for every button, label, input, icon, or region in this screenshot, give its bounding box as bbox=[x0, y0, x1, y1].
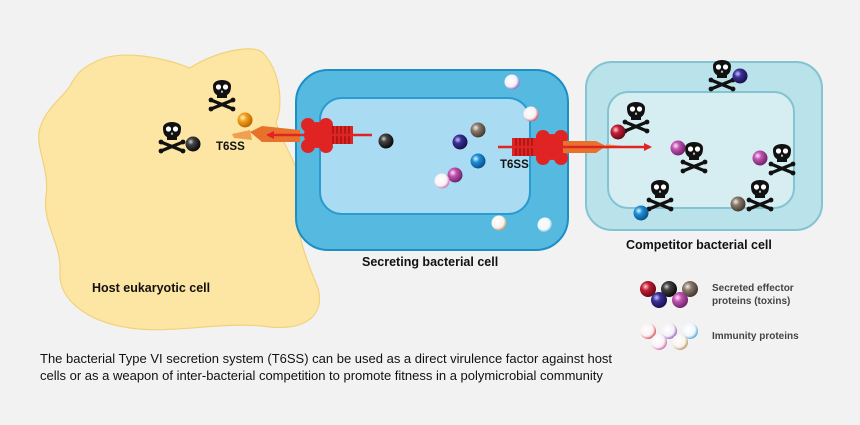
t6ss-right-label: T6SS bbox=[500, 159, 529, 171]
legend-immunity-swatch bbox=[640, 323, 698, 350]
competitor-cell-label: Competitor bacterial cell bbox=[626, 238, 772, 252]
effector-magenta bbox=[670, 140, 686, 156]
effector-blue bbox=[633, 205, 649, 221]
effector-orange bbox=[237, 112, 253, 128]
effector-navy bbox=[452, 134, 468, 150]
effector-black bbox=[185, 136, 201, 152]
effector-magenta bbox=[752, 150, 768, 166]
effector-blue bbox=[470, 153, 486, 169]
caption-line2: cells or as a weapon of inter-bacterial … bbox=[40, 368, 603, 383]
immunity-protein bbox=[504, 74, 520, 90]
caption: The bacterial Type VI secretion system (… bbox=[40, 350, 660, 384]
immunity-protein bbox=[491, 215, 507, 231]
secreting-cell-inner bbox=[319, 97, 531, 215]
caption-line1: The bacterial Type VI secretion system (… bbox=[40, 351, 613, 366]
immunity-protein bbox=[523, 106, 539, 122]
effector-navy bbox=[732, 68, 748, 84]
effector-taupe bbox=[730, 196, 746, 212]
legend-effectors-swatch bbox=[640, 281, 698, 308]
effector-magenta bbox=[447, 167, 463, 183]
legend-effectors-label: Secreted effector proteins (toxins) bbox=[712, 282, 794, 308]
secreting-cell-label: Secreting bacterial cell bbox=[362, 255, 499, 269]
immunity-protein bbox=[537, 217, 553, 233]
t6ss-left-label: T6SS bbox=[216, 141, 245, 153]
legend-effectors-line2: proteins (toxins) bbox=[712, 296, 791, 307]
host-cell-label: Host eukaryotic cell bbox=[92, 281, 211, 295]
effector-taupe bbox=[470, 122, 486, 138]
effector-red bbox=[610, 124, 626, 140]
immunity-protein bbox=[434, 173, 450, 189]
effector-black bbox=[378, 133, 394, 149]
legend-effectors-line1: Secreted effector bbox=[712, 283, 794, 294]
legend-immunity-label: Immunity proteins bbox=[712, 331, 799, 342]
